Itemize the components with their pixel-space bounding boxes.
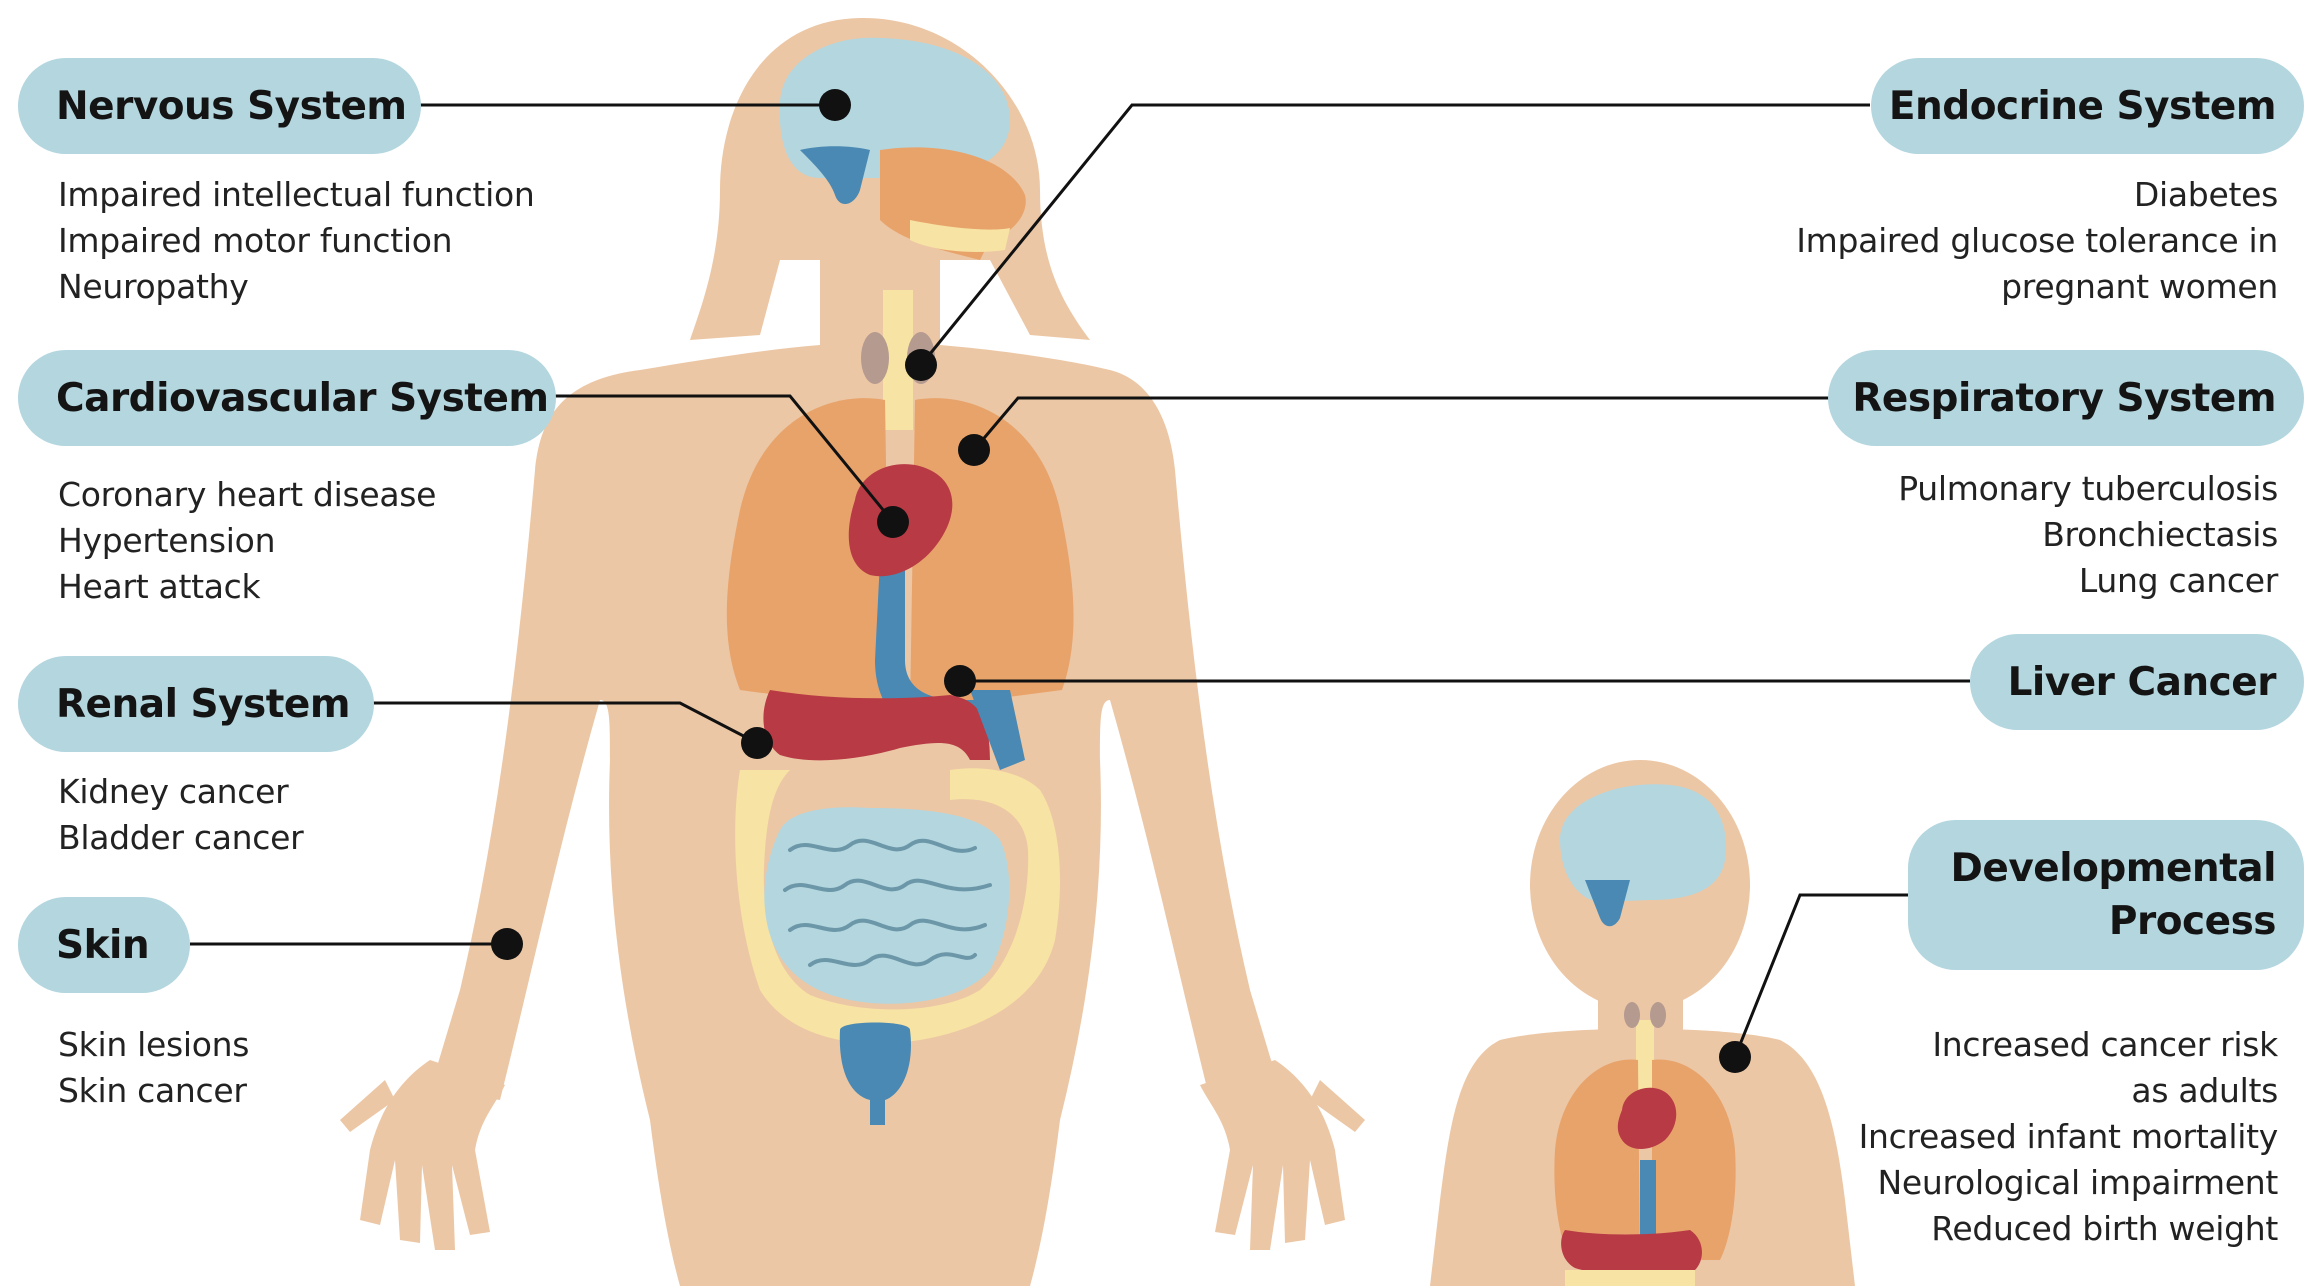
effect-item: Lung cancer bbox=[1898, 558, 2278, 604]
developmental-title-line: Process bbox=[2109, 895, 2276, 948]
respiratory-system-effects: Pulmonary tuberculosis Bronchiectasis Lu… bbox=[1898, 466, 2278, 604]
cardiovascular-system-effects: Coronary heart disease Hypertension Hear… bbox=[58, 472, 436, 610]
effect-item: Bronchiectasis bbox=[1898, 512, 2278, 558]
effect-item: Hypertension bbox=[58, 518, 436, 564]
effect-item: as adults bbox=[1859, 1068, 2278, 1114]
skin-label: Skin bbox=[18, 897, 190, 993]
effect-item: Kidney cancer bbox=[58, 769, 303, 815]
effect-item: Bladder cancer bbox=[58, 815, 303, 861]
cardiovascular-system-label: Cardiovascular System bbox=[18, 350, 556, 446]
developmental-process-effects: Increased cancer risk as adults Increase… bbox=[1859, 1022, 2278, 1252]
effect-item: Neurological impairment bbox=[1859, 1160, 2278, 1206]
effect-item: Diabetes bbox=[1796, 172, 2278, 218]
renal-system-label: Renal System bbox=[18, 656, 374, 752]
effect-item: Impaired glucose tolerance in bbox=[1796, 218, 2278, 264]
liver-cancer-label: Liver Cancer bbox=[1970, 634, 2304, 730]
nervous-system-label: Nervous System bbox=[18, 58, 421, 154]
developmental-process-label: Developmental Process bbox=[1908, 820, 2304, 970]
developmental-title-line: Developmental bbox=[1951, 842, 2276, 895]
child-figure-illustration bbox=[1430, 760, 1855, 1286]
effect-item: Reduced birth weight bbox=[1859, 1206, 2278, 1252]
respiratory-system-label: Respiratory System bbox=[1828, 350, 2304, 446]
effect-item: Coronary heart disease bbox=[58, 472, 436, 518]
effect-item: Pulmonary tuberculosis bbox=[1898, 466, 2278, 512]
effect-item: Impaired motor function bbox=[58, 218, 534, 264]
endocrine-system-effects: Diabetes Impaired glucose tolerance in p… bbox=[1796, 172, 2278, 310]
effect-item: Increased cancer risk bbox=[1859, 1022, 2278, 1068]
intestines-icon bbox=[764, 807, 1009, 1004]
endocrine-system-label: Endocrine System bbox=[1871, 58, 2304, 154]
skin-effects: Skin lesions Skin cancer bbox=[58, 1022, 249, 1114]
effect-item: Increased infant mortality bbox=[1859, 1114, 2278, 1160]
nervous-system-effects: Impaired intellectual function Impaired … bbox=[58, 172, 534, 310]
effect-item: Impaired intellectual function bbox=[58, 172, 534, 218]
effect-item: Neuropathy bbox=[58, 264, 534, 310]
effect-item: pregnant women bbox=[1796, 264, 2278, 310]
effect-item: Skin lesions bbox=[58, 1022, 249, 1068]
effect-item: Heart attack bbox=[58, 564, 436, 610]
effect-item: Skin cancer bbox=[58, 1068, 249, 1114]
renal-system-effects: Kidney cancer Bladder cancer bbox=[58, 769, 303, 861]
